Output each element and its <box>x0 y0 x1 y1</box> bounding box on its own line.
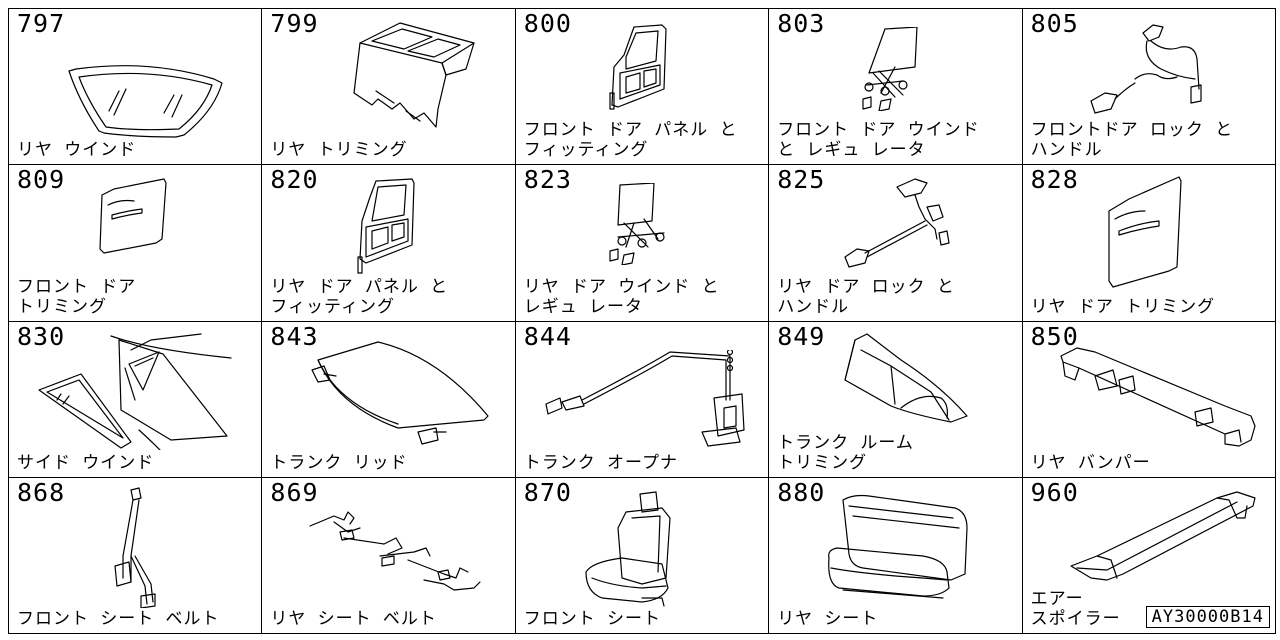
part-number: 799 <box>270 9 319 38</box>
part-cell-15[interactable]: 868 フロント シート ベルト <box>9 477 263 634</box>
part-cell-2[interactable]: 800 フロント ドア パネル と フィッティング <box>515 9 770 166</box>
part-name: リヤ ドア ウインド と レギュ レータ <box>523 276 720 317</box>
side-window-icon <box>9 322 261 477</box>
part-number: 828 <box>1030 165 1079 195</box>
rear-door-lock-handle-icon <box>769 165 1021 320</box>
part-number: 960 <box>1030 477 1079 507</box>
part-name: フロント シート ベルト <box>17 609 220 629</box>
part-name: サイド ウインド <box>17 452 155 473</box>
front-door-trim-icon <box>9 165 261 320</box>
part-number: 849 <box>777 321 826 351</box>
part-number: 825 <box>777 165 826 195</box>
part-cell-6[interactable]: 820 リヤ ドア パネル と フィッティング <box>262 165 516 322</box>
part-cell-4[interactable]: 805 フロントドア ロック と ハンドル <box>1022 9 1276 166</box>
part-cell-5[interactable]: 809 フロント ドア トリミング <box>9 165 263 322</box>
trunk-lid-icon <box>262 322 514 477</box>
front-door-panel-icon <box>516 9 768 164</box>
part-name: リヤ シート ベルト <box>270 609 437 629</box>
part-name: フロント ドア トリミング <box>17 276 137 317</box>
part-number: 868 <box>17 477 66 507</box>
part-number: 803 <box>777 9 826 38</box>
part-cell-10[interactable]: 830 サイド ウインド <box>9 321 263 478</box>
rear-door-trim-icon <box>1023 165 1275 320</box>
front-seat-icon <box>516 478 768 633</box>
part-cell-18[interactable]: 880 リヤ シート <box>769 477 1023 634</box>
part-cell-8[interactable]: 825 リヤ ドア ロック と ハンドル <box>769 165 1023 322</box>
rear-window-icon <box>9 9 261 164</box>
part-cell-9[interactable]: 828 リヤ ドア トリミング <box>1022 165 1276 322</box>
part-name: トランク リッド <box>270 452 408 473</box>
part-cell-3[interactable]: 803 フロント ドア ウインド と レギュ レータ <box>769 9 1023 166</box>
part-cell-11[interactable]: 843 トランク リッド <box>262 321 516 478</box>
part-cell-13[interactable]: 849 トランク ルーム トリミング <box>769 321 1023 478</box>
part-name: フロント ドア パネル と フィッティング <box>523 120 738 161</box>
part-cell-0[interactable]: 797 リヤ ウインド <box>9 9 263 166</box>
diagram-code: AY30000B14 <box>1145 606 1270 628</box>
part-number: 797 <box>17 9 66 38</box>
rear-seat-icon <box>769 478 1021 633</box>
part-number: 843 <box>270 321 319 351</box>
part-number: 869 <box>270 477 319 507</box>
parts-index-grid: 797 リヤ ウインド 799 リヤ トリミング 800 <box>8 8 1276 634</box>
part-name: トランク ルーム トリミング <box>777 432 914 473</box>
rear-door-panel-icon <box>262 165 514 320</box>
part-cell-1[interactable]: 799 リヤ トリミング <box>262 9 516 166</box>
part-name: フロントドア ロック と ハンドル <box>1030 120 1234 161</box>
part-cell-14[interactable]: 850 リヤ バンパー <box>1022 321 1276 478</box>
part-number: 850 <box>1030 321 1079 351</box>
part-number: 800 <box>523 9 572 38</box>
part-number: 830 <box>17 321 66 351</box>
part-name: リヤ シート <box>777 609 879 629</box>
part-number: 844 <box>523 321 572 351</box>
air-spoiler-icon <box>1023 478 1275 633</box>
part-name: リヤ ドア ロック と ハンドル <box>777 276 955 317</box>
part-cell-12[interactable]: 844 トランク オープナ <box>515 321 770 478</box>
rear-seat-belt-icon <box>262 478 514 633</box>
front-door-lock-handle-icon <box>1023 9 1275 164</box>
part-name: リヤ ドア トリミング <box>1030 296 1216 317</box>
part-cell-16[interactable]: 869 リヤ シート ベルト <box>262 477 516 634</box>
part-number: 823 <box>523 165 572 195</box>
part-name: リヤ ドア パネル と フィッティング <box>270 276 449 317</box>
part-name: トランク オープナ <box>523 452 679 473</box>
front-seat-belt-icon <box>9 478 261 633</box>
trunk-room-trim-icon <box>769 322 1021 477</box>
part-number: 820 <box>270 165 319 195</box>
rear-trim-icon <box>262 9 514 164</box>
part-number: 805 <box>1030 9 1079 38</box>
part-name: リヤ バンパー <box>1030 452 1151 473</box>
part-cell-17[interactable]: 870 フロント シート <box>515 477 770 634</box>
part-number: 809 <box>17 165 66 195</box>
part-name: フロント ドア ウインド と レギュ レータ <box>777 120 980 161</box>
part-name: フロント シート <box>523 609 662 629</box>
part-name: エアー スポイラー <box>1030 589 1121 629</box>
front-door-window-regulator-icon <box>769 9 1021 164</box>
part-number: 880 <box>777 477 826 507</box>
rear-door-window-regulator-icon <box>516 165 768 320</box>
part-name: リヤ トリミング <box>270 140 408 161</box>
part-cell-19[interactable]: 960 エアー スポイラー AY30000B14 <box>1022 477 1276 634</box>
part-name: リヤ ウインド <box>17 140 137 161</box>
part-number: 870 <box>523 477 572 507</box>
part-cell-7[interactable]: 823 リヤ ドア ウインド と レギュ レータ <box>515 165 770 322</box>
trunk-opener-icon <box>516 322 768 477</box>
rear-bumper-icon <box>1023 322 1275 477</box>
